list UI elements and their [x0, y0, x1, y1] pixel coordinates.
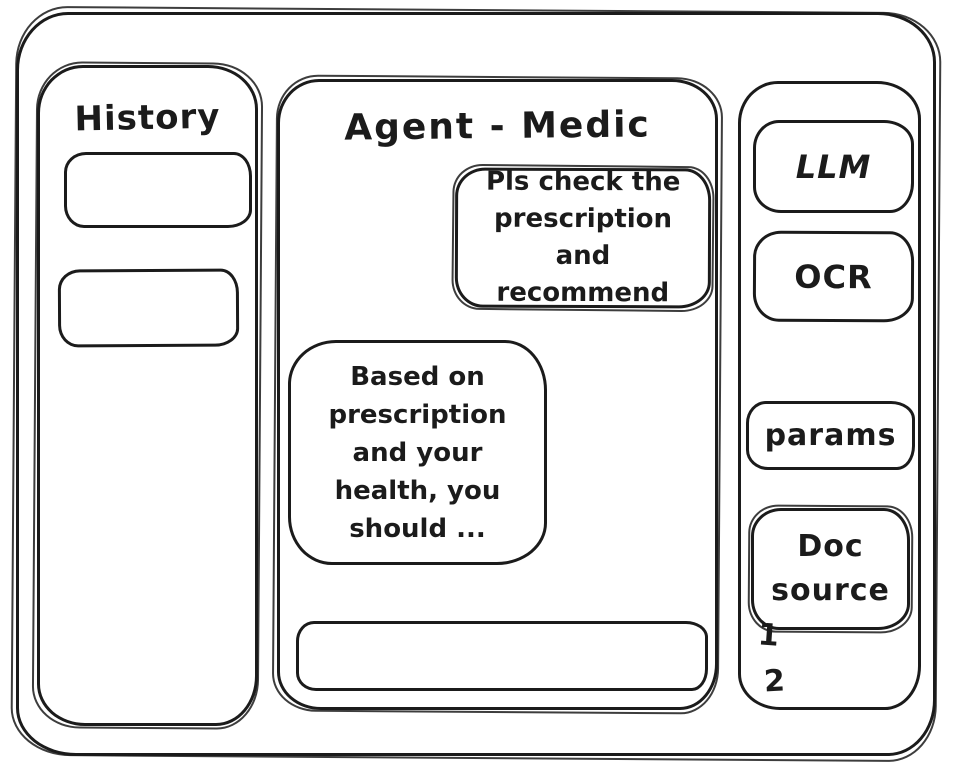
user-message-bubble: Pls check the prescription and recommend [454, 167, 712, 309]
ocr-button[interactable]: OCR [752, 230, 915, 323]
chat-input[interactable] [296, 621, 708, 691]
app-window: History Agent - Medic Pls check the pres… [16, 12, 936, 756]
chat-panel: Agent - Medic Pls check the prescription… [277, 79, 718, 710]
ocr-button-label: OCR [794, 257, 873, 296]
llm-button-label: LLM [795, 147, 872, 186]
params-button[interactable]: params [746, 401, 915, 470]
history-item-1[interactable] [64, 152, 252, 228]
history-item-2[interactable] [57, 268, 240, 348]
llm-button[interactable]: LLM [753, 120, 914, 213]
doc-source-button[interactable]: Doc source [751, 508, 910, 630]
history-title: History [74, 96, 221, 140]
doc-source-item-1[interactable]: 1 [756, 617, 781, 654]
assistant-message-bubble: Based on prescription and your health, y… [288, 340, 547, 565]
tools-sidebar: LLM OCR params Doc source 1 2 [738, 81, 921, 710]
history-sidebar: History [37, 65, 258, 726]
doc-source-item-2[interactable]: 2 [763, 663, 786, 700]
chat-title: Agent - Medic [343, 104, 652, 149]
doc-source-button-label: Doc source [771, 529, 890, 608]
user-message-text: Pls check the prescription and recommend [485, 166, 681, 309]
assistant-message-text: Based on prescription and your health, y… [328, 361, 507, 544]
params-button-label: params [764, 418, 897, 453]
